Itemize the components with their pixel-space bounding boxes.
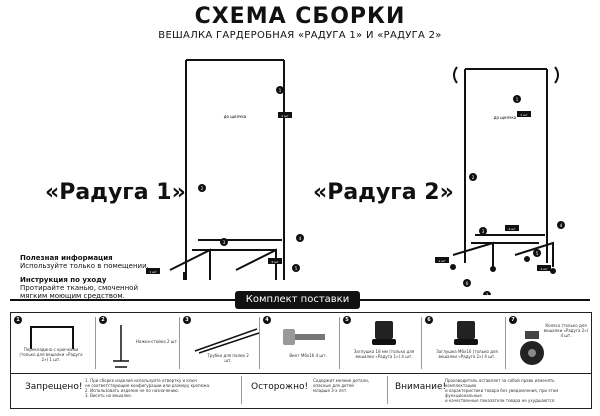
separator [241, 376, 242, 404]
right-callout-1: 1 [516, 97, 519, 102]
left-callout-4: 4 [299, 236, 302, 241]
right-callout-6: 6 [466, 281, 469, 286]
caution-line-2: опасные для детей [313, 383, 354, 388]
separator [505, 317, 506, 369]
part-4-number: 4 [263, 316, 271, 324]
rack-2-diagram: до щелчка 1 2 3 4 5 6 7 2 шт 4 шт 4 шт 1… [435, 66, 565, 295]
forbidden-line-2: не соответствующие конфигурации или разм… [85, 383, 211, 388]
left-qty-3: 1 шт [149, 270, 157, 274]
kit-banner: Комплект поставки [0, 288, 600, 312]
kit-banner-label: Комплект поставки [235, 291, 360, 309]
care-text-line-1: Протирайте тканью, смоченной [20, 283, 138, 292]
right-top-label: до щелчка [494, 115, 517, 120]
useful-info-text: Используйте только в помещении. [20, 262, 149, 270]
part-7-label: Колесо (только для вешалки «Радуга 2») 4… [543, 323, 589, 338]
cap-m6-icon [454, 321, 478, 345]
part-1-number: 1 [14, 316, 22, 324]
screw-icon [283, 329, 325, 345]
forbidden-title: Запрещено! [25, 382, 83, 392]
part-3-label: Трубки для полки 2 шт. [207, 353, 249, 363]
left-qty-1: 2 шт [281, 114, 289, 118]
part-2-label: Ножка-стойка 2 шт. [135, 339, 179, 344]
caution-line-1: Содержит мелкие детали, [313, 378, 370, 383]
right-qty-1: 2 шт [520, 113, 528, 117]
separator [387, 376, 388, 404]
attention-line-3: и качественные показатели товара не ухуд… [445, 398, 556, 403]
part-7-number: 7 [509, 316, 517, 324]
cap-18mm-icon [372, 321, 396, 345]
right-callout-4: 4 [560, 223, 563, 228]
caution-title: Осторожно! [251, 382, 309, 392]
useful-info-title: Полезная информация [20, 254, 113, 262]
right-qty-3: 4 шт [540, 267, 548, 271]
right-callout-5: 5 [536, 251, 539, 256]
left-callout-3: 3 [223, 240, 226, 245]
crossbar-icon [30, 326, 74, 349]
left-callout-5: 5 [295, 266, 298, 271]
model-name-2: «Радуга 2» [313, 180, 454, 205]
info-block: Полезная информация Используйте только в… [20, 254, 170, 301]
shelf-tubes-icon [194, 328, 260, 354]
part-5-number: 5 [343, 316, 351, 324]
left-top-label: до щелчка [224, 114, 247, 119]
separator [421, 317, 422, 369]
right-callout-2: 2 [472, 175, 475, 180]
left-callout-2: 2 [201, 186, 204, 191]
forbidden-line-4: 3. Висеть на вешалке. [85, 393, 133, 398]
right-callout-3: 3 [482, 229, 485, 234]
part-3-number: 3 [183, 316, 191, 324]
part-6-number: 6 [425, 316, 433, 324]
separator [339, 317, 340, 369]
right-qty-2: 4 шт [508, 227, 516, 231]
caution-line-3: младше 3-х лет. [313, 388, 348, 393]
wheel-icon [520, 331, 544, 365]
left-qty-2: 2 шт [271, 260, 279, 264]
forbidden-line-1: 1. При сборке изделия используйте отверт… [85, 378, 198, 383]
separator [259, 317, 260, 369]
leg-stand-icon [113, 325, 129, 368]
forbidden-text: 1. При сборке изделия используйте отверт… [85, 378, 235, 398]
warnings-panel: Запрещено! 1. При сборке изделия использ… [10, 372, 592, 409]
part-2-number: 2 [99, 316, 107, 324]
part-1-label: Перекладина с крючками (только для вешал… [19, 347, 83, 362]
separator [179, 317, 180, 369]
page-title: СХЕМА СБОРКИ [194, 4, 406, 29]
part-6-label: Заглушка М6х16 (только для вешалки «Раду… [436, 349, 498, 359]
right-callout-7: 7 [486, 293, 489, 295]
parts-panel: 1 Перекладина с крючками (только для веш… [10, 312, 592, 374]
part-4-label: Винт М6х16 4 шт. [289, 353, 327, 358]
caution-text: Содержит мелкие детали, опасные для дете… [313, 378, 383, 393]
rack-1-diagram: до щелчка 1 2 3 4 5 2 шт 2 шт 1 шт [146, 59, 304, 280]
page-subtitle: ВЕШАЛКА ГАРДЕРОБНАЯ «РАДУГА 1» И «РАДУГА… [158, 30, 442, 41]
forbidden-line-3: 2. Использовать изделие не по назначению… [85, 388, 180, 393]
model-name-1: «Радуга 1» [45, 180, 186, 205]
care-title: Инструкция по уходу [20, 275, 107, 284]
attention-line-1: Производитель оставляет за собой право и… [445, 378, 555, 388]
attention-line-2: и характеристики товара без уведомления,… [445, 388, 559, 398]
separator [95, 317, 96, 369]
attention-text: Производитель оставляет за собой право и… [445, 378, 587, 403]
care-text-line-2: мягким моющим средством. [20, 292, 125, 300]
part-5-label: Заглушка 18 мм (только для вешалки «Раду… [353, 349, 415, 359]
attention-title: Внимание! [395, 382, 447, 392]
right-qty-4: 1 шт [438, 259, 446, 263]
left-callout-1: 1 [279, 88, 282, 93]
